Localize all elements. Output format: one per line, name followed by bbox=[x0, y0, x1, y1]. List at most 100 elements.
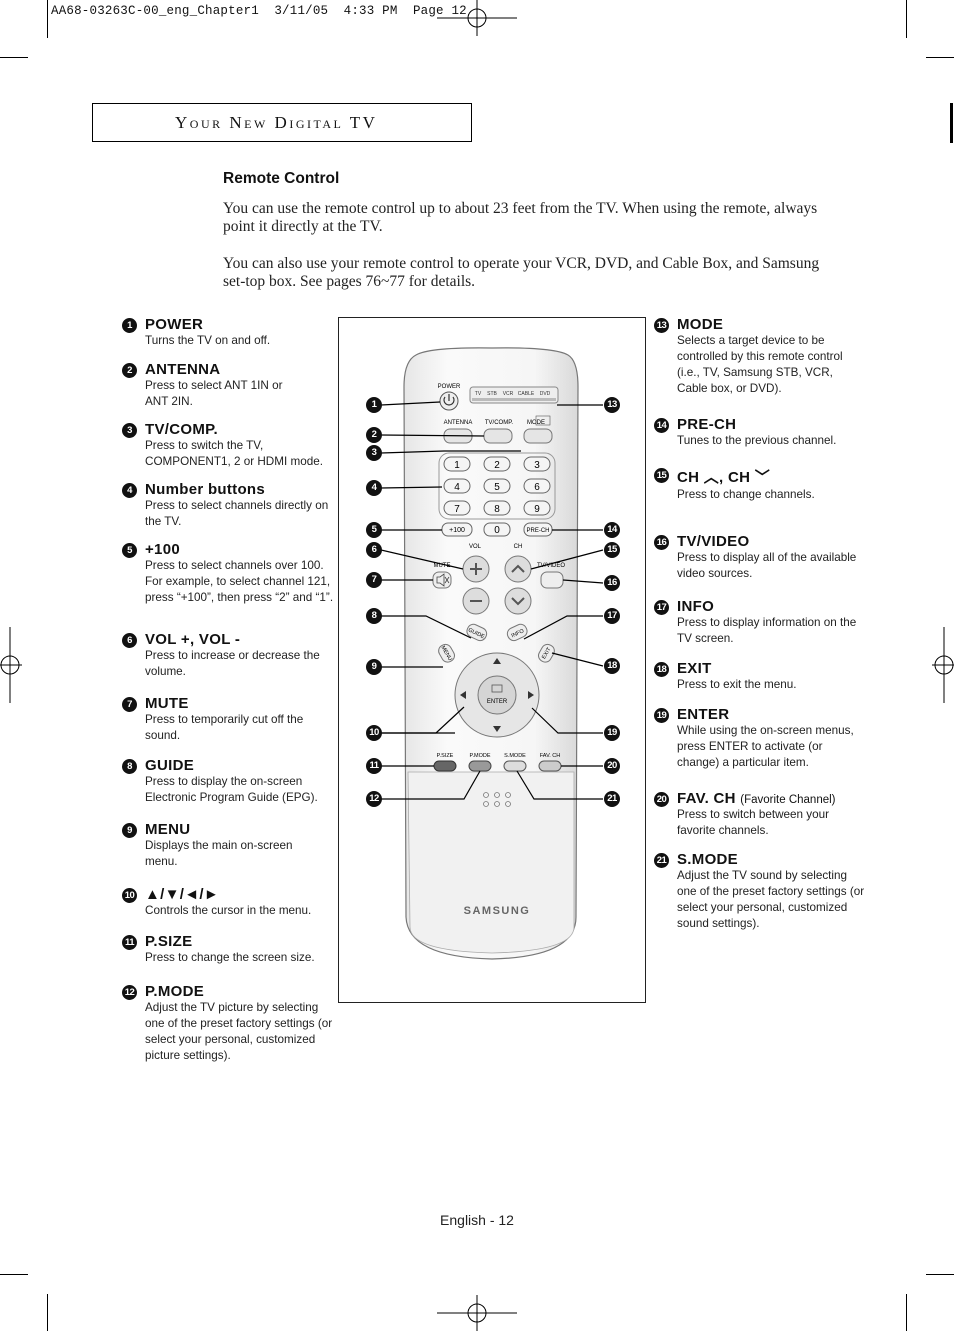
psize-button[interactable] bbox=[433, 760, 457, 772]
callout-left: 10 bbox=[366, 725, 382, 741]
ch-up-button[interactable] bbox=[504, 555, 532, 583]
legend-item-channel: 15 CH ︿, CH ﹀ Press to change channels. bbox=[654, 466, 865, 503]
remote-illustration-frame bbox=[338, 317, 646, 1003]
callout-left: 7 bbox=[366, 572, 382, 588]
item-description: Press to select channels directly on the… bbox=[145, 499, 329, 528]
digit-5-button[interactable] bbox=[483, 478, 511, 494]
arrow-left-icon[interactable] bbox=[460, 691, 466, 699]
item-number: 16 bbox=[654, 535, 669, 550]
smode-label: S.MODE bbox=[504, 753, 526, 759]
tvvideo-button[interactable] bbox=[540, 571, 564, 589]
callout-number: 12 bbox=[366, 791, 382, 807]
item-description: Press to select channels over 100. For e… bbox=[145, 559, 334, 604]
mode-label-stb: STB bbox=[487, 391, 497, 397]
item-label: TV/COMP. bbox=[145, 421, 218, 438]
item-number: 2 bbox=[122, 363, 137, 378]
crop-mark bbox=[0, 57, 28, 58]
item-number: 8 bbox=[122, 759, 137, 774]
item-description: Adjust the TV picture by selecting one o… bbox=[145, 1001, 333, 1062]
digit-6-button[interactable] bbox=[523, 478, 551, 494]
item-number: 11 bbox=[122, 935, 137, 950]
pmode-button[interactable] bbox=[468, 760, 492, 772]
power-label: POWER bbox=[438, 384, 461, 390]
smode-button[interactable] bbox=[503, 760, 527, 772]
intro-paragraph: You can also use your remote control to … bbox=[223, 255, 820, 290]
callout-left: 12 bbox=[366, 791, 382, 807]
digit-0-button[interactable] bbox=[483, 522, 511, 537]
digit-2-button[interactable] bbox=[483, 456, 511, 472]
mute-icon bbox=[436, 573, 450, 587]
legend-item-smode: 21 S.MODE Adjust the TV sound by selecti… bbox=[654, 851, 865, 932]
callout-number: 5 bbox=[366, 522, 382, 538]
callout-right: 14 bbox=[604, 522, 620, 538]
enter-icon bbox=[491, 684, 503, 693]
callout-left: 6 bbox=[366, 542, 382, 558]
info-button[interactable] bbox=[505, 622, 529, 642]
item-number: 15 bbox=[654, 468, 669, 483]
item-number: 12 bbox=[122, 985, 137, 1000]
callout-number: 19 bbox=[604, 725, 620, 741]
crop-mark bbox=[926, 1274, 954, 1275]
mode-led-strip bbox=[472, 398, 556, 401]
mode-label-tv: TV bbox=[475, 391, 482, 397]
arrow-up-icon[interactable] bbox=[493, 658, 501, 664]
item-label: ▲/▼/◄/► bbox=[145, 886, 219, 903]
item-label: INFO bbox=[677, 598, 715, 615]
enter-label: ENTER bbox=[487, 699, 508, 705]
legend-item-info: 17 INFO Press to display information on … bbox=[654, 598, 865, 647]
callout-left: 11 bbox=[366, 758, 382, 774]
arrow-right-icon[interactable] bbox=[528, 691, 534, 699]
item-number: 20 bbox=[654, 792, 669, 807]
section-header-box: Your New Digital TV bbox=[92, 103, 472, 142]
callout-number: 18 bbox=[604, 658, 620, 674]
item-label: MUTE bbox=[145, 695, 189, 712]
callout-right: 19 bbox=[604, 725, 620, 741]
exit-button[interactable] bbox=[536, 642, 556, 664]
digit-7-button[interactable] bbox=[443, 500, 471, 516]
crop-mark bbox=[47, 0, 48, 38]
legend-item-volume: 6 VOL +, VOL - Press to increase or decr… bbox=[122, 631, 335, 680]
arrow-down-icon[interactable] bbox=[493, 726, 501, 732]
digit-3-button[interactable] bbox=[523, 456, 551, 472]
favch-button[interactable] bbox=[538, 760, 562, 772]
crop-mark bbox=[47, 1294, 48, 1331]
digit-label: 4 bbox=[454, 482, 460, 493]
item-label: PRE-CH bbox=[677, 416, 737, 433]
item-label: ANTENNA bbox=[145, 361, 221, 378]
menu-button[interactable] bbox=[436, 642, 456, 664]
callout-number: 4 bbox=[366, 480, 382, 496]
mute-button[interactable] bbox=[432, 571, 452, 589]
callout-number: 3 bbox=[366, 445, 382, 461]
crop-mark bbox=[906, 0, 907, 38]
digit-4-button[interactable] bbox=[443, 478, 471, 494]
item-sublabel: (Favorite Channel) bbox=[740, 794, 836, 806]
indicator-dots bbox=[483, 792, 511, 807]
item-label: +100 bbox=[145, 541, 180, 558]
tvcomp-button[interactable] bbox=[483, 428, 513, 444]
digit-label: 9 bbox=[534, 504, 540, 515]
enter-button[interactable] bbox=[477, 675, 517, 715]
item-label: POWER bbox=[145, 316, 204, 333]
item-label: S.MODE bbox=[677, 851, 738, 868]
digit-8-button[interactable] bbox=[483, 500, 511, 516]
guide-button[interactable] bbox=[465, 622, 489, 642]
callout-number: 8 bbox=[366, 608, 382, 624]
item-description: Tunes to the previous channel. bbox=[677, 434, 837, 447]
item-description: Press to temporarily cut off the sound. bbox=[145, 713, 304, 742]
item-number: 19 bbox=[654, 708, 669, 723]
item-number: 3 bbox=[122, 423, 137, 438]
callout-right: 18 bbox=[604, 658, 620, 674]
digit-9-button[interactable] bbox=[523, 500, 551, 516]
number-pad: 1 2 3 4 5 6 7 8 9 bbox=[443, 456, 551, 516]
prech-label: PRE-CH bbox=[526, 528, 549, 534]
ch-down-button[interactable] bbox=[504, 587, 532, 615]
callout-number: 9 bbox=[366, 659, 382, 675]
item-description: Press to switch between your favorite ch… bbox=[677, 808, 830, 837]
digit-1-button[interactable] bbox=[443, 456, 471, 472]
item-label: MENU bbox=[145, 821, 191, 838]
antenna-label: ANTENNA bbox=[444, 420, 473, 426]
psize-label: P.SIZE bbox=[437, 753, 454, 759]
mode-button[interactable] bbox=[523, 428, 553, 444]
digit-0-label: 0 bbox=[494, 525, 500, 536]
